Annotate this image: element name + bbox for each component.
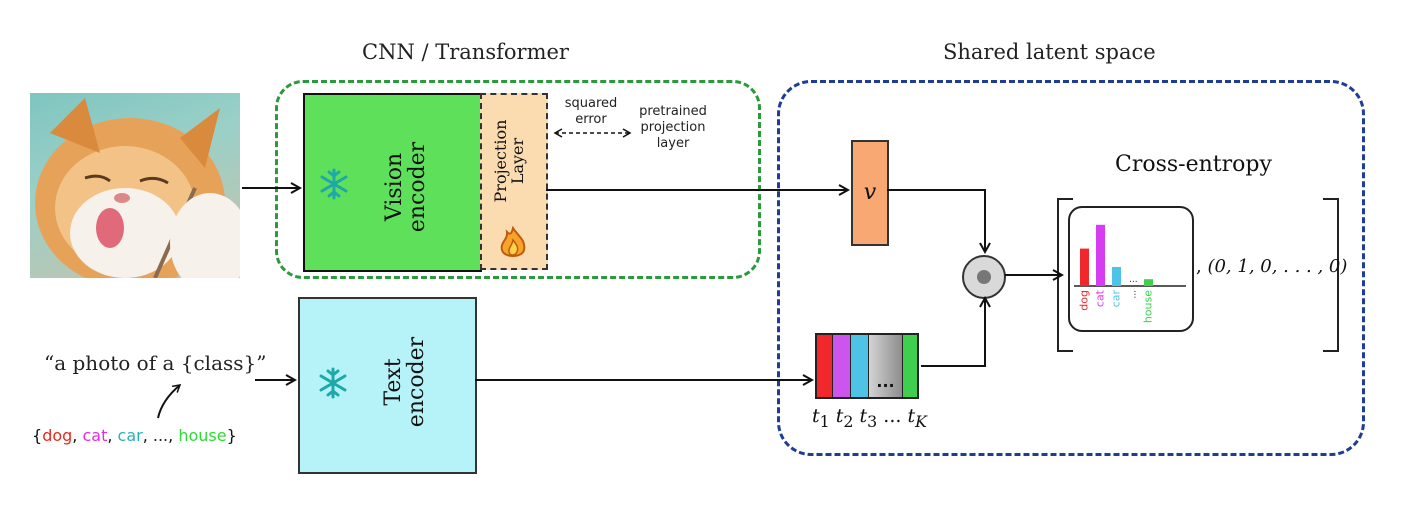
bar-ellipsis: ... bbox=[1129, 275, 1138, 285]
tick-label-ellipsis: ... bbox=[1129, 290, 1139, 299]
cnn-transformer-container bbox=[275, 80, 761, 279]
tick-label-car: car bbox=[1110, 290, 1123, 308]
class-item: car bbox=[117, 426, 143, 445]
dot-product-operator bbox=[962, 255, 1006, 299]
squared-error-label: squared error bbox=[564, 96, 618, 127]
bar-car bbox=[1112, 266, 1121, 286]
v-to-dot-arrow bbox=[887, 189, 985, 252]
bar-dog bbox=[1080, 248, 1089, 286]
text-emb-to-dot-arrow bbox=[921, 298, 985, 367]
v-label: v bbox=[863, 180, 877, 205]
tk-subscript: K bbox=[915, 411, 927, 431]
snowflake-icon bbox=[320, 168, 348, 200]
embedding-cell bbox=[903, 335, 917, 397]
embedding-cell-dots: ... bbox=[876, 372, 895, 391]
dot-product-icon bbox=[977, 270, 991, 284]
vision-encoder-block: Vision encoder bbox=[303, 93, 482, 272]
class-list: {dog, cat, car, ..., house} bbox=[32, 426, 237, 445]
embedding-cell bbox=[833, 335, 851, 397]
cross-entropy-label: Cross-entropy bbox=[1115, 152, 1272, 177]
tick-label-house: house bbox=[1142, 290, 1155, 323]
cat-illustration bbox=[35, 98, 240, 278]
class-item: cat bbox=[82, 426, 108, 445]
cat-photo bbox=[30, 93, 240, 278]
tick-label-dog: dog bbox=[1078, 290, 1091, 311]
embedding-cell: ... bbox=[869, 335, 903, 397]
embedding-cell bbox=[851, 335, 869, 397]
t3-subscript: 3 bbox=[867, 411, 878, 431]
embedding-cell bbox=[817, 335, 833, 397]
left-section-title: CNN / Transformer bbox=[362, 40, 569, 64]
target-vector-value: (0, 1, 0, . . . , 0) bbox=[1207, 256, 1348, 277]
class-item: house bbox=[178, 426, 227, 445]
t1-subscript: 1 bbox=[819, 411, 830, 431]
class-insert-arrow bbox=[157, 384, 182, 419]
image-embedding-v: v bbox=[851, 140, 889, 246]
flame-icon bbox=[500, 225, 526, 257]
projection-layer-block: Projection Layer bbox=[480, 93, 548, 270]
text-frozen-icon bbox=[316, 366, 350, 404]
target-vector: , (0, 1, 0, . . . , 0) bbox=[1196, 256, 1348, 277]
prompt-text: “a photo of a {class}” bbox=[44, 351, 267, 375]
tick-label-cat: cat bbox=[1094, 289, 1107, 307]
bar-house bbox=[1144, 279, 1153, 286]
bar-cat bbox=[1096, 224, 1105, 286]
text-embeddings-matrix: ... bbox=[815, 333, 919, 399]
right-section-title: Shared latent space bbox=[943, 40, 1156, 64]
class-item: dog bbox=[42, 426, 73, 445]
right-bracket bbox=[1323, 198, 1339, 352]
t-dots: ... bbox=[883, 405, 902, 427]
t2-subscript: 2 bbox=[843, 411, 854, 431]
text-embeddings-labels: t1 t2 t3 ... tK bbox=[812, 405, 927, 431]
text-encoder-block: Text encoder bbox=[298, 297, 477, 474]
projection-trainable-icon bbox=[498, 225, 528, 264]
snowflake-icon bbox=[319, 367, 347, 399]
class-item: ... bbox=[152, 426, 169, 445]
shared-latent-space-container bbox=[777, 80, 1365, 456]
vision-frozen-icon bbox=[317, 167, 351, 205]
pretrained-projection-label: pretrained projection layer bbox=[639, 104, 707, 151]
